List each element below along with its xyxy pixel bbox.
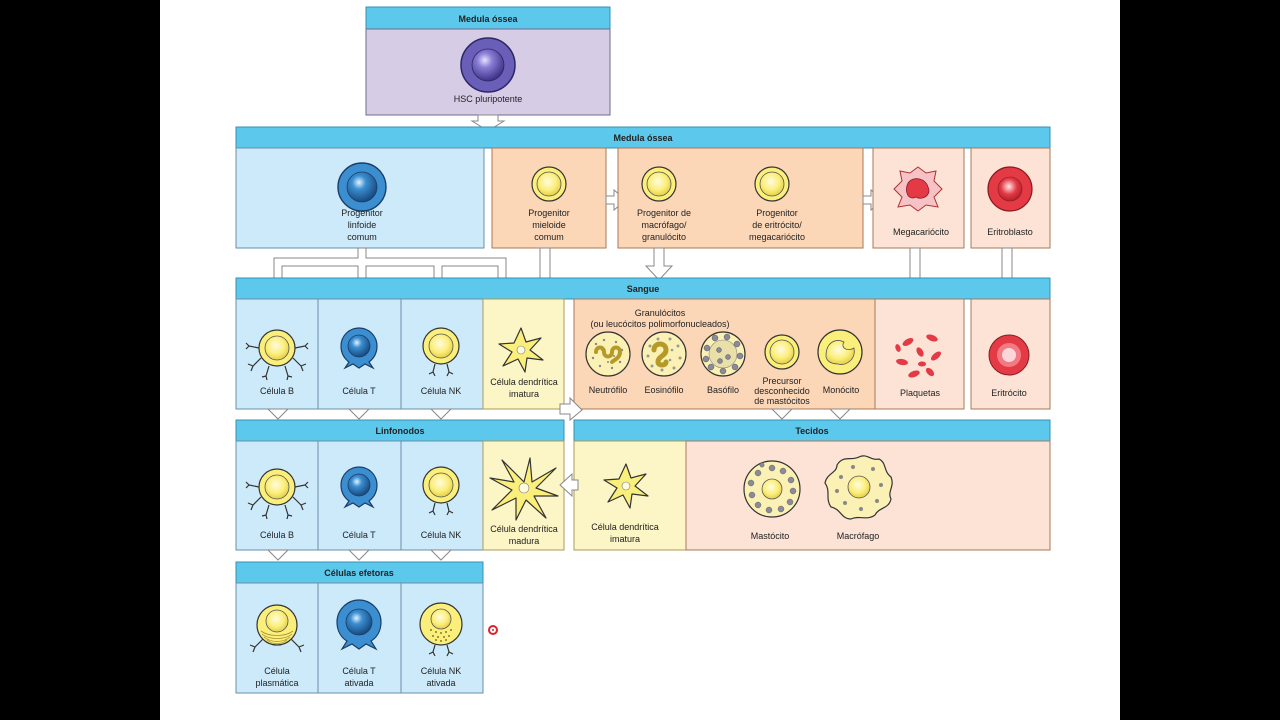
ery-mega-progenitor-label-1: Progenitor xyxy=(756,208,798,218)
mature-dc-label-2: madura xyxy=(509,536,540,546)
erythroblast-label: Eritroblasto xyxy=(987,227,1033,237)
ery-mega-progenitor-icon xyxy=(754,166,790,202)
activated-nk-icon xyxy=(419,602,463,657)
basophil-icon xyxy=(700,331,746,377)
macro-gran-progenitor-label-3: granulócito xyxy=(642,232,686,242)
lymph-b-cell-label: Célula B xyxy=(260,530,294,540)
myeloid-progenitor-label-3: comum xyxy=(534,232,564,242)
mast-precursor-icon xyxy=(764,334,800,370)
mast-precursor-label-2: desconhecido xyxy=(754,386,810,396)
macro-gran-progenitor-label-1: Progenitor de xyxy=(637,208,691,218)
lymph-nodes-title: Linfonodos xyxy=(376,426,425,436)
mast-precursor-label-1: Precursor xyxy=(762,376,801,386)
arrow-macro-gran-down xyxy=(644,247,674,281)
erythrocyte-icon xyxy=(988,334,1030,376)
activated-t-icon xyxy=(336,599,382,651)
erythroblast-icon xyxy=(987,166,1033,212)
neutrophil-icon xyxy=(585,331,631,377)
macro-gran-progenitor-icon xyxy=(641,166,677,202)
eosinophil-icon xyxy=(641,331,687,377)
tissue-immature-dc-label-1: Célula dendrítica xyxy=(591,522,659,532)
monocyte-icon xyxy=(817,329,863,375)
blood-nk-cell-label: Célula NK xyxy=(421,386,462,396)
platelets-icon xyxy=(895,334,941,378)
slide: Medula óssea HSC pluripotente Medula óss… xyxy=(160,0,1120,720)
hematopoiesis-diagram: Medula óssea HSC pluripotente Medula óss… xyxy=(235,6,1051,694)
blood-b-cell-label: Célula B xyxy=(260,386,294,396)
myeloid-progenitor-label-2: mieloide xyxy=(532,220,566,230)
plasma-cell-label-1: Célula xyxy=(264,666,290,676)
monocyte-label: Monócito xyxy=(823,385,860,395)
tissue-immature-dc-label-2: imatura xyxy=(610,534,640,544)
lymphoid-progenitor-icon xyxy=(337,162,387,212)
megakaryocyte-label: Megacariócito xyxy=(893,227,949,237)
macrophage-icon xyxy=(824,455,893,520)
activated-t-label-2: ativada xyxy=(344,678,373,688)
lymph-nk-cell-label: Célula NK xyxy=(421,530,462,540)
lymph-t-cell-label: Célula T xyxy=(342,530,376,540)
myeloid-progenitor-icon xyxy=(531,166,567,202)
myeloid-progenitor-label-1: Progenitor xyxy=(528,208,570,218)
ery-mega-progenitor-label-3: megacariócito xyxy=(749,232,805,242)
mast-precursor-label-3: de mastócitos xyxy=(754,396,810,406)
mast-cell-icon xyxy=(743,460,801,518)
hsc-cell-icon xyxy=(460,37,516,93)
hsc-label: HSC pluripotente xyxy=(454,94,523,104)
arrow-dc-to-tissue xyxy=(559,396,583,422)
platelets-label: Plaquetas xyxy=(900,388,941,398)
blood-t-cell-label: Célula T xyxy=(342,386,376,396)
blood-title: Sangue xyxy=(627,284,660,294)
tissues-title: Tecidos xyxy=(795,426,828,436)
erythrocyte-label: Eritrócito xyxy=(991,388,1027,398)
activated-nk-label-1: Célula NK xyxy=(421,666,462,676)
activated-t-label-1: Célula T xyxy=(342,666,376,676)
granulocytes-title: Granulócitos xyxy=(635,308,686,318)
effector-cells-title: Células efetoras xyxy=(324,568,394,578)
blood-immature-dc-label-1: Célula dendrítica xyxy=(490,377,558,387)
granulocytes-subtitle: (ou leucócitos polimorfonucleados) xyxy=(590,319,729,329)
megakaryocyte-icon xyxy=(893,166,943,212)
eosinophil-label: Eosinófilo xyxy=(644,385,683,395)
plasma-cell-label-2: plasmática xyxy=(255,678,298,688)
lymph-to-effector-arrows xyxy=(266,549,453,561)
blood-to-lymph-arrows xyxy=(266,408,852,420)
mature-dc-label-1: Célula dendrítica xyxy=(490,524,558,534)
neutrophil-label: Neutrófilo xyxy=(589,385,628,395)
blood-immature-dc-label-2: imatura xyxy=(509,389,539,399)
bone-marrow-top-title: Medula óssea xyxy=(458,14,518,24)
bone-marrow-title: Medula óssea xyxy=(613,133,673,143)
basophil-label: Basófilo xyxy=(707,385,739,395)
activated-nk-label-2: ativada xyxy=(426,678,455,688)
lymphoid-progenitor-label-1: Progenitor xyxy=(341,208,383,218)
laser-pointer-cursor xyxy=(488,625,498,635)
ery-mega-progenitor-label-2: de eritrócito/ xyxy=(752,220,802,230)
macro-gran-progenitor-label-2: macrófago/ xyxy=(641,220,687,230)
arrow-hsc-down xyxy=(470,114,506,132)
lymphoid-progenitor-label-3: comum xyxy=(347,232,377,242)
macrophage-label: Macrófago xyxy=(837,531,880,541)
mast-cell-label: Mastócito xyxy=(751,531,790,541)
lymphoid-progenitor-label-2: linfoide xyxy=(348,220,377,230)
erythrocyte-box xyxy=(970,298,1051,410)
arrow-dc-to-lymph xyxy=(559,472,579,498)
plasma-cell-icon xyxy=(249,604,305,653)
